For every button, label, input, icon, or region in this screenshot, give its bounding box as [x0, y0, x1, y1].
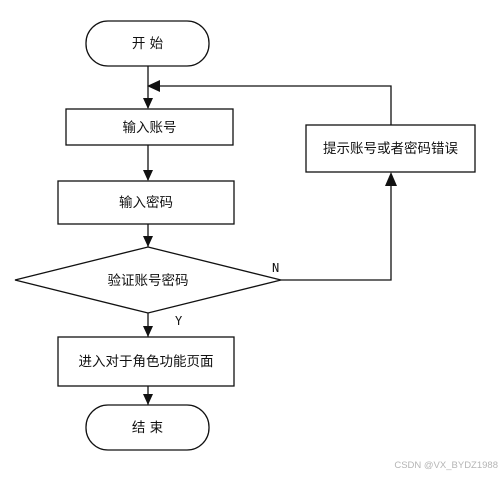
enter-role-box	[57, 336, 235, 387]
arrowhead-end	[143, 394, 153, 405]
start-terminal	[85, 20, 210, 67]
arrowhead-enter-role	[143, 326, 153, 337]
arrowhead-verify	[143, 236, 153, 247]
input-account-label: 输入账号	[123, 120, 177, 136]
watermark-text: CSDN @VX_BYDZ1988	[394, 460, 498, 471]
connector-verify-to-error	[281, 182, 392, 281]
start-label: 开 始	[132, 36, 164, 52]
connector-error-loop-back	[158, 85, 392, 125]
arrowhead-input-account	[143, 98, 153, 109]
arrowhead-loop-back	[147, 80, 160, 92]
branch-yes-label: Y	[175, 314, 183, 328]
input-account-box	[65, 108, 234, 146]
end-terminal	[85, 404, 210, 451]
verify-decision	[14, 246, 282, 314]
end-label: 结 束	[132, 420, 164, 436]
error-prompt-box	[305, 124, 476, 173]
input-password-label: 输入密码	[119, 194, 173, 211]
verify-label: 验证账号密码	[108, 272, 189, 289]
arrowhead-error-prompt	[385, 172, 397, 186]
input-password-box	[57, 180, 235, 225]
error-prompt-label: 提示账号或者密码错误	[323, 140, 458, 157]
arrowhead-input-password	[143, 170, 153, 181]
branch-no-label: N	[272, 261, 279, 275]
enter-role-label: 进入对于角色功能页面	[79, 353, 214, 370]
